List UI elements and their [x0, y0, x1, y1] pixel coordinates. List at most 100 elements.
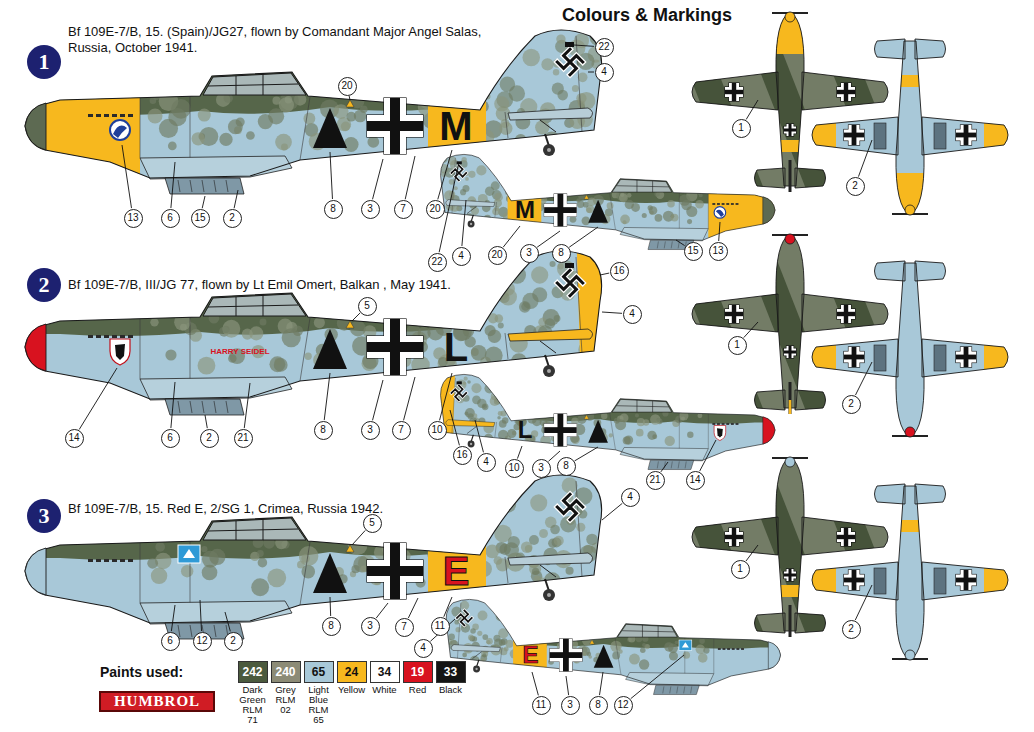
airframe-outline	[875, 261, 906, 281]
stencil-triangle	[584, 195, 589, 199]
mottle	[180, 324, 187, 331]
fuselage-triangle	[313, 329, 347, 369]
rudder-paint	[418, 357, 455, 473]
spinner	[763, 417, 775, 444]
splinter-pattern	[660, 222, 780, 452]
scheme-number: 3	[27, 499, 61, 533]
mottle	[650, 414, 660, 424]
callout-text: 6	[167, 636, 173, 646]
emblem-figure	[716, 210, 724, 217]
fuselage-code: M	[439, 106, 472, 146]
mottle	[468, 413, 474, 419]
airframe-outline	[755, 390, 786, 410]
airframe-paint	[875, 261, 906, 281]
leader-line	[858, 140, 872, 177]
mottle	[171, 99, 191, 119]
mottle	[577, 415, 586, 424]
mottle	[622, 220, 626, 224]
mottle	[642, 643, 646, 647]
scheme-caption: Bf 109E-7/B, 15. Red E, 2/SG 1, Crimea, …	[68, 501, 383, 517]
mottle	[462, 653, 467, 658]
leader-line	[661, 462, 668, 472]
mottle	[454, 186, 458, 190]
callout-number: 15	[191, 209, 210, 228]
mottle	[578, 72, 588, 82]
stencil-triangle	[346, 321, 354, 328]
callout-text: 8	[595, 700, 601, 710]
mottle	[635, 414, 639, 418]
callout-number: 7	[392, 421, 411, 440]
wing-root	[140, 601, 292, 624]
splinter-pattern	[732, 0, 852, 230]
legend-heading: Paints used:	[100, 664, 183, 682]
mottle	[282, 328, 301, 347]
callout-number: 4	[414, 639, 433, 658]
leader-line	[171, 605, 175, 631]
mottle	[695, 200, 704, 209]
leader-line	[444, 597, 452, 617]
mottle	[448, 633, 455, 640]
mottle	[449, 179, 455, 185]
wingtip-paint	[984, 560, 1020, 605]
callout-number: 20	[488, 246, 507, 265]
exhaust	[731, 203, 734, 205]
mottle	[455, 627, 460, 632]
mottle	[567, 577, 584, 594]
mottle	[484, 434, 493, 443]
tail-marking-fill	[452, 166, 467, 181]
mottle	[620, 215, 630, 225]
stabilizer	[508, 329, 593, 341]
spinner	[905, 205, 915, 215]
mottle	[155, 542, 165, 552]
callout-text: 8	[558, 248, 564, 258]
unit-emblem	[714, 207, 726, 219]
spinner	[905, 650, 915, 660]
callout-text: 21	[237, 433, 248, 443]
canopy	[618, 624, 678, 637]
exhaust	[104, 335, 109, 338]
fuselage-band	[513, 582, 547, 698]
cross-black	[558, 414, 564, 446]
callout-text: 6	[167, 433, 173, 443]
mottle	[477, 631, 482, 636]
radiator-grille	[657, 461, 686, 468]
leader-line	[517, 446, 522, 459]
mottle	[260, 318, 267, 325]
fuselage-code: L	[444, 327, 468, 367]
scheme-number-text: 1	[39, 51, 50, 73]
spinner	[785, 457, 795, 467]
radiator	[653, 685, 699, 694]
stabilizer	[446, 200, 495, 207]
mottle	[585, 586, 593, 594]
mottle	[470, 628, 476, 634]
callout-number: 3	[361, 200, 380, 219]
leader-line	[225, 612, 230, 631]
wingtip-paint	[984, 115, 1020, 160]
cross-black	[844, 83, 848, 101]
leader-line	[373, 380, 383, 420]
mottle	[471, 345, 487, 361]
fuselage-outline	[25, 475, 602, 623]
tailwheel-hub	[470, 443, 472, 445]
tail-marking-outline	[452, 386, 467, 401]
mottle	[675, 641, 679, 645]
airframe-outline	[812, 117, 898, 155]
tailwheel-hub	[547, 369, 551, 373]
callout-number: 5	[358, 297, 377, 316]
mottle	[499, 28, 515, 44]
mottle	[576, 93, 586, 103]
mottle	[486, 638, 493, 645]
exhaust	[88, 114, 93, 117]
tailwheel-hub	[547, 593, 551, 597]
splinter-pattern	[732, 445, 852, 675]
airframe-outline	[896, 486, 924, 660]
callout-text: 2	[206, 433, 212, 443]
tail-marking	[452, 166, 467, 181]
emblem-figure	[717, 428, 723, 437]
callout-number: 20	[426, 200, 445, 219]
callout-text: 8	[320, 425, 326, 435]
balkenkreuz	[725, 83, 743, 101]
mottle	[698, 653, 708, 663]
cross-black	[852, 570, 857, 590]
